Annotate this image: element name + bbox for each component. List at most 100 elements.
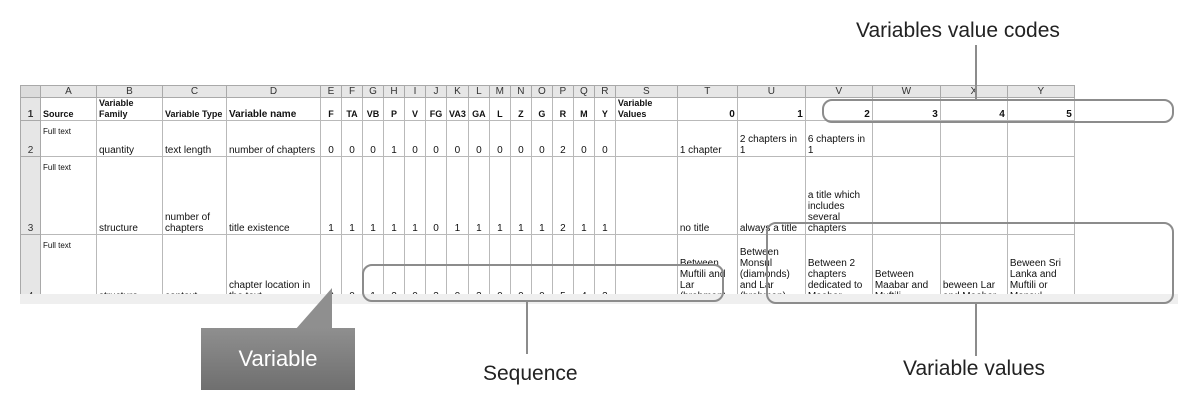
column-header-t[interactable]: T (676, 85, 738, 98)
cell-l2[interactable]: 0 (467, 120, 490, 157)
row-number[interactable]: 2 (20, 120, 41, 157)
column-header-i[interactable]: I (404, 85, 426, 98)
column-header-b[interactable]: B (96, 85, 163, 98)
cell-i3[interactable]: 1 (404, 156, 426, 235)
cell-d2[interactable]: number of chapters (226, 120, 321, 157)
cell-a2[interactable]: Full text (40, 120, 97, 157)
column-header-a[interactable]: A (40, 85, 97, 98)
cell-l1[interactable]: GA (467, 97, 490, 121)
cell-e4[interactable]: 0 (320, 234, 342, 303)
cell-c2[interactable]: text length (162, 120, 227, 157)
column-header-o[interactable]: O (530, 85, 553, 98)
column-header-c[interactable]: C (162, 85, 227, 98)
cell-i2[interactable]: 0 (404, 120, 426, 157)
cell-q2[interactable]: 0 (572, 120, 595, 157)
cell-l3[interactable]: 1 (467, 156, 490, 235)
cell-o3[interactable]: 1 (530, 156, 553, 235)
cell-m2[interactable]: 0 (488, 120, 511, 157)
row-number[interactable]: 4 (20, 234, 41, 303)
cell-x4[interactable]: beween Lar and Maabar (939, 234, 1008, 303)
cell-t1[interactable]: 0 (676, 97, 738, 121)
cell-o2[interactable]: 0 (530, 120, 553, 157)
cell-b4[interactable]: structure (96, 234, 163, 303)
cell-k1[interactable]: VA3 (446, 97, 469, 121)
select-all-corner[interactable] (20, 85, 41, 98)
cell-j2[interactable]: 0 (425, 120, 447, 157)
cell-v3[interactable]: a title which includes several chapters (804, 156, 873, 235)
cell-b1[interactable]: Variable Family (96, 97, 163, 121)
cell-v2[interactable]: 6 chapters in 1 (804, 120, 873, 157)
cell-f4[interactable]: 0 (341, 234, 363, 303)
cell-e3[interactable]: 1 (320, 156, 342, 235)
cell-d1[interactable]: Variable name (226, 97, 321, 121)
column-header-g[interactable]: G (362, 85, 384, 98)
column-header-x[interactable]: X (939, 85, 1008, 98)
column-header-v[interactable]: V (804, 85, 873, 98)
column-header-q[interactable]: Q (572, 85, 595, 98)
cell-j3[interactable]: 0 (425, 156, 447, 235)
cell-a3[interactable]: Full text (40, 156, 97, 235)
cell-n3[interactable]: 1 (509, 156, 532, 235)
cell-u1[interactable]: 1 (736, 97, 806, 121)
cell-h3[interactable]: 1 (383, 156, 405, 235)
row-number[interactable]: 3 (20, 156, 41, 235)
column-header-y[interactable]: Y (1006, 85, 1075, 98)
cell-q3[interactable]: 1 (572, 156, 595, 235)
column-header-f[interactable]: F (341, 85, 363, 98)
cell-t2[interactable]: 1 chapter (676, 120, 738, 157)
cell-s4[interactable] (614, 234, 678, 303)
cell-x2[interactable] (939, 120, 1008, 157)
cell-p2[interactable]: 2 (551, 120, 574, 157)
cell-m3[interactable]: 1 (488, 156, 511, 235)
cell-q1[interactable]: M (572, 97, 595, 121)
cell-a1[interactable]: Source (40, 97, 97, 121)
cell-e1[interactable]: F (320, 97, 342, 121)
cell-h2[interactable]: 1 (383, 120, 405, 157)
cell-g3[interactable]: 1 (362, 156, 384, 235)
cell-y2[interactable] (1006, 120, 1075, 157)
cell-j1[interactable]: FG (425, 97, 447, 121)
cell-t4[interactable]: Between Muftili and Lar (brahman) (676, 234, 738, 303)
cell-g1[interactable]: VB (362, 97, 384, 121)
cell-k2[interactable]: 0 (446, 120, 469, 157)
cell-v4[interactable]: Between 2 chapters dedicated to Maabar (804, 234, 873, 303)
cell-i1[interactable]: V (404, 97, 426, 121)
cell-r2[interactable]: 0 (593, 120, 616, 157)
cell-f1[interactable]: TA (341, 97, 363, 121)
cell-c3[interactable]: number of chapters (162, 156, 227, 235)
column-header-w[interactable]: W (871, 85, 941, 98)
cell-m1[interactable]: L (488, 97, 511, 121)
cell-e2[interactable]: 0 (320, 120, 342, 157)
cell-w2[interactable] (871, 120, 941, 157)
column-header-u[interactable]: U (736, 85, 806, 98)
column-header-r[interactable]: R (593, 85, 616, 98)
cell-t3[interactable]: no title (676, 156, 738, 235)
cell-c1[interactable]: Variable Type (162, 97, 227, 121)
column-header-k[interactable]: K (446, 85, 469, 98)
column-header-d[interactable]: D (226, 85, 321, 98)
cell-s3[interactable] (614, 156, 678, 235)
cell-p1[interactable]: R (551, 97, 574, 121)
column-header-l[interactable]: L (467, 85, 490, 98)
cell-a4[interactable]: Full text (40, 234, 97, 303)
cell-n1[interactable]: Z (509, 97, 532, 121)
cell-s1[interactable]: Variable Values (614, 97, 678, 121)
cell-c4[interactable]: context (162, 234, 227, 303)
cell-b2[interactable]: quantity (96, 120, 163, 157)
cell-o1[interactable]: G (530, 97, 553, 121)
cell-n2[interactable]: 0 (509, 120, 532, 157)
cell-u2[interactable]: 2 chapters in 1 (736, 120, 806, 157)
cell-k3[interactable]: 1 (446, 156, 469, 235)
column-header-e[interactable]: E (320, 85, 342, 98)
column-header-j[interactable]: J (425, 85, 447, 98)
cell-r3[interactable]: 1 (593, 156, 616, 235)
cell-r1[interactable]: Y (593, 97, 616, 121)
column-header-m[interactable]: M (488, 85, 511, 98)
column-header-h[interactable]: H (383, 85, 405, 98)
cell-f3[interactable]: 1 (341, 156, 363, 235)
cell-d4[interactable]: chapter location in the text (226, 234, 321, 303)
cell-g2[interactable]: 0 (362, 120, 384, 157)
cell-f2[interactable]: 0 (341, 120, 363, 157)
cell-w3[interactable] (871, 156, 941, 235)
column-header-p[interactable]: P (551, 85, 574, 98)
